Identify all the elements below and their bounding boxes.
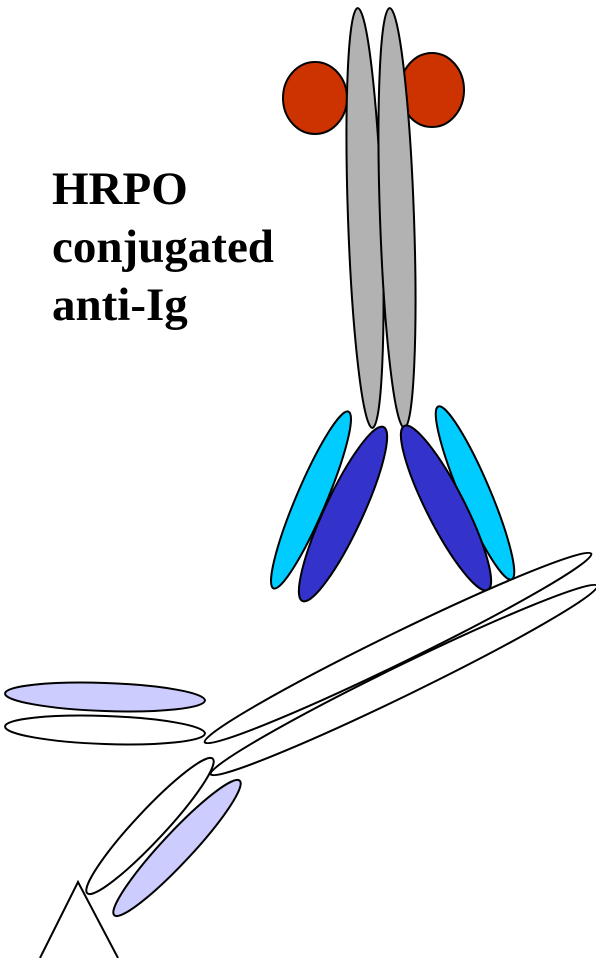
- antigen-triangle: [40, 882, 118, 958]
- label-line-3: anti-Ig: [52, 276, 274, 334]
- hrpo-enzyme-right: [400, 53, 464, 127]
- label-line-2: conjugated: [52, 218, 274, 276]
- hrpo-enzyme-left: [283, 62, 347, 134]
- hrpo-label: HRPO conjugated anti-Ig: [52, 160, 274, 334]
- primary-light-chain-left: [5, 680, 206, 715]
- secondary-antibody: [260, 8, 526, 610]
- label-line-1: HRPO: [52, 160, 274, 218]
- primary-heavy-chain-upper: [198, 540, 596, 755]
- primary-heavy-chain-left: [5, 713, 206, 748]
- primary-heavy-chain-lower: [204, 572, 596, 787]
